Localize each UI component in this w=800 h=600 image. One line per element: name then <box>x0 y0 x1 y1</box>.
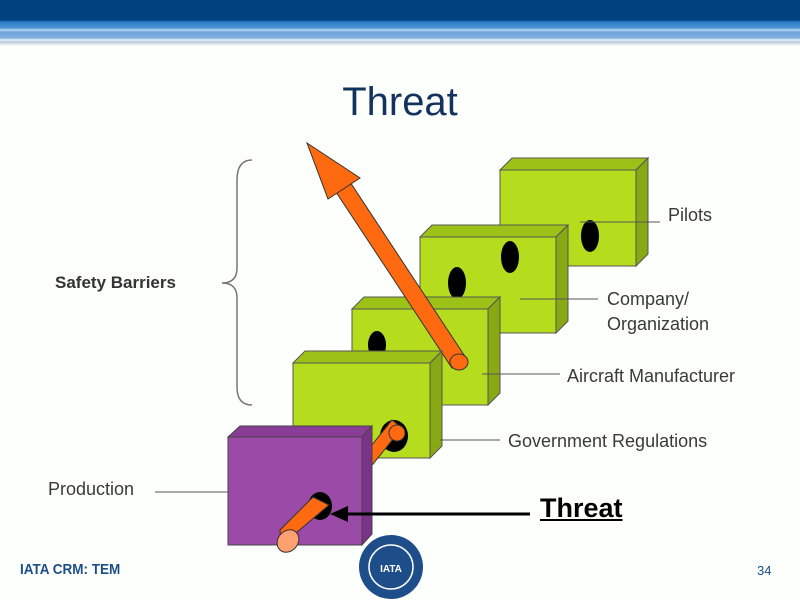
production-label: Production <box>48 479 135 499</box>
page-number: 34 <box>757 563 772 578</box>
hole <box>581 220 599 252</box>
company-label-line2: Organization <box>607 314 710 334</box>
hole <box>501 241 519 273</box>
threat-arrow-escape <box>305 141 469 371</box>
svg-text:IATA: IATA <box>380 564 402 575</box>
hole <box>448 267 466 299</box>
header-band <box>0 0 800 46</box>
pilots-label: Pilots <box>668 205 713 225</box>
safety-barriers-label: Safety Barriers <box>55 273 176 292</box>
threat-cylinder-end <box>276 529 300 553</box>
iata-logo: IATA <box>359 535 423 599</box>
slide-title: Threat <box>342 80 458 124</box>
company-label-line1: Company/ <box>607 289 690 309</box>
government-regulations-label: Government Regulations <box>508 431 708 451</box>
safety-barriers-brace <box>221 159 253 406</box>
aircraft-manufacturer-label: Aircraft Manufacturer <box>567 366 736 386</box>
footer-text: IATA CRM: TEM <box>20 561 121 578</box>
threat-label: Threat <box>540 493 623 523</box>
